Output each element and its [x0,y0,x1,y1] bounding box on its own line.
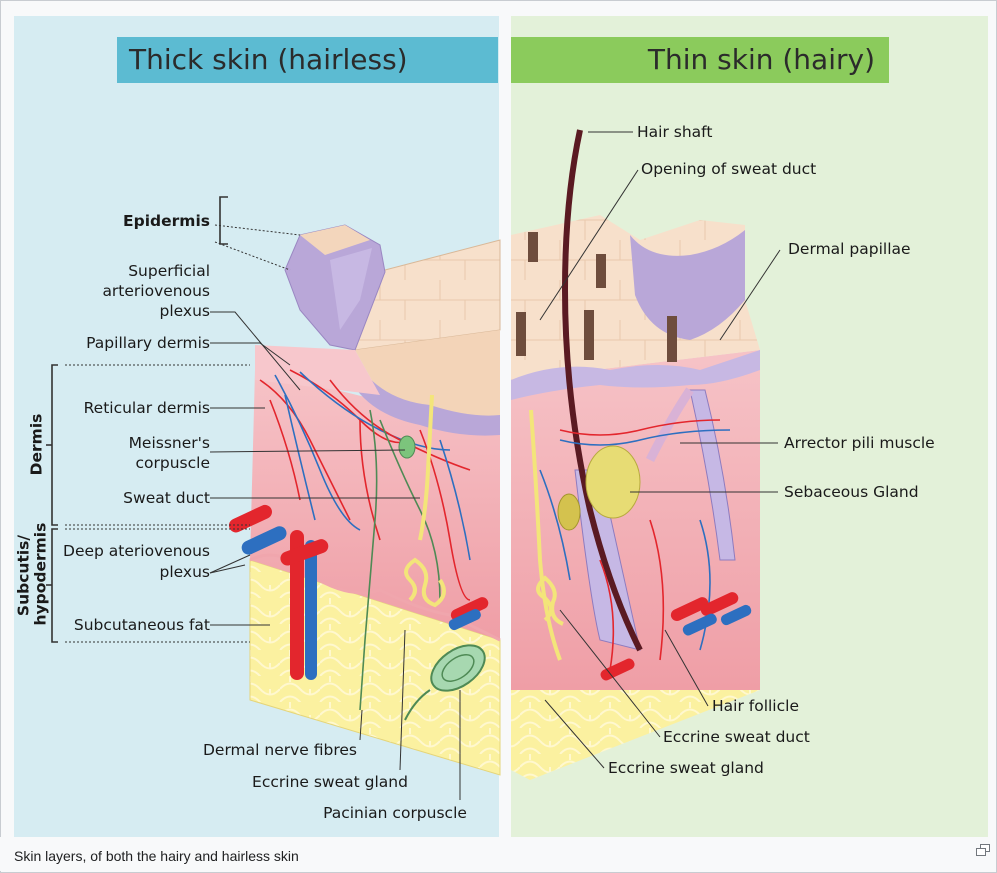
epidermis-label: Epidermis [100,212,210,231]
sebaceous-gland-label: Sebaceous Gland [784,483,919,502]
subcutis-bracket-label-line2: hypodermis [33,526,50,626]
enlarge-icon[interactable] [976,844,990,856]
subcutaneous-fat-label: Subcutaneous fat [55,616,210,635]
meissners-corpuscle-label-line1: Meissner's [60,434,210,453]
dermal-nerve-fibres-label: Dermal nerve fibres [190,741,370,760]
eccrine-sweat-gland-left-label: Eccrine sweat gland [240,773,420,792]
hair-follicle-label: Hair follicle [712,697,799,716]
dermal-papillae-label: Dermal papillae [788,240,911,259]
opening-of-sweat-duct-label: Opening of sweat duct [641,160,816,179]
superficial-plexus-label-line2: arteriovenous [70,282,210,301]
deep-plexus-label-line2: plexus [55,563,210,582]
sweat-duct-label: Sweat duct [60,489,210,508]
dermis-bracket-label: Dermis [29,405,46,485]
superficial-plexus-label-line1: Superficial [70,262,210,281]
figure-caption: Skin layers, of both the hairy and hairl… [14,848,299,864]
reticular-dermis-label: Reticular dermis [60,399,210,418]
subcutis-bracket-label-line1: Subcutis/ [16,526,33,626]
papillary-dermis-label: Papillary dermis [60,334,210,353]
arrector-pili-muscle-label: Arrector pili muscle [784,434,935,453]
hair-shaft-label: Hair shaft [637,123,712,142]
pacinian-corpuscle-label: Pacinian corpuscle [305,804,485,823]
deep-plexus-label-line1: Deep ateriovenous [55,542,210,561]
superficial-plexus-label-line3: plexus [70,302,210,321]
eccrine-sweat-duct-label: Eccrine sweat duct [663,728,810,747]
meissners-corpuscle-label-line2: corpuscle [60,454,210,473]
eccrine-sweat-gland-right-label: Eccrine sweat gland [608,759,764,778]
